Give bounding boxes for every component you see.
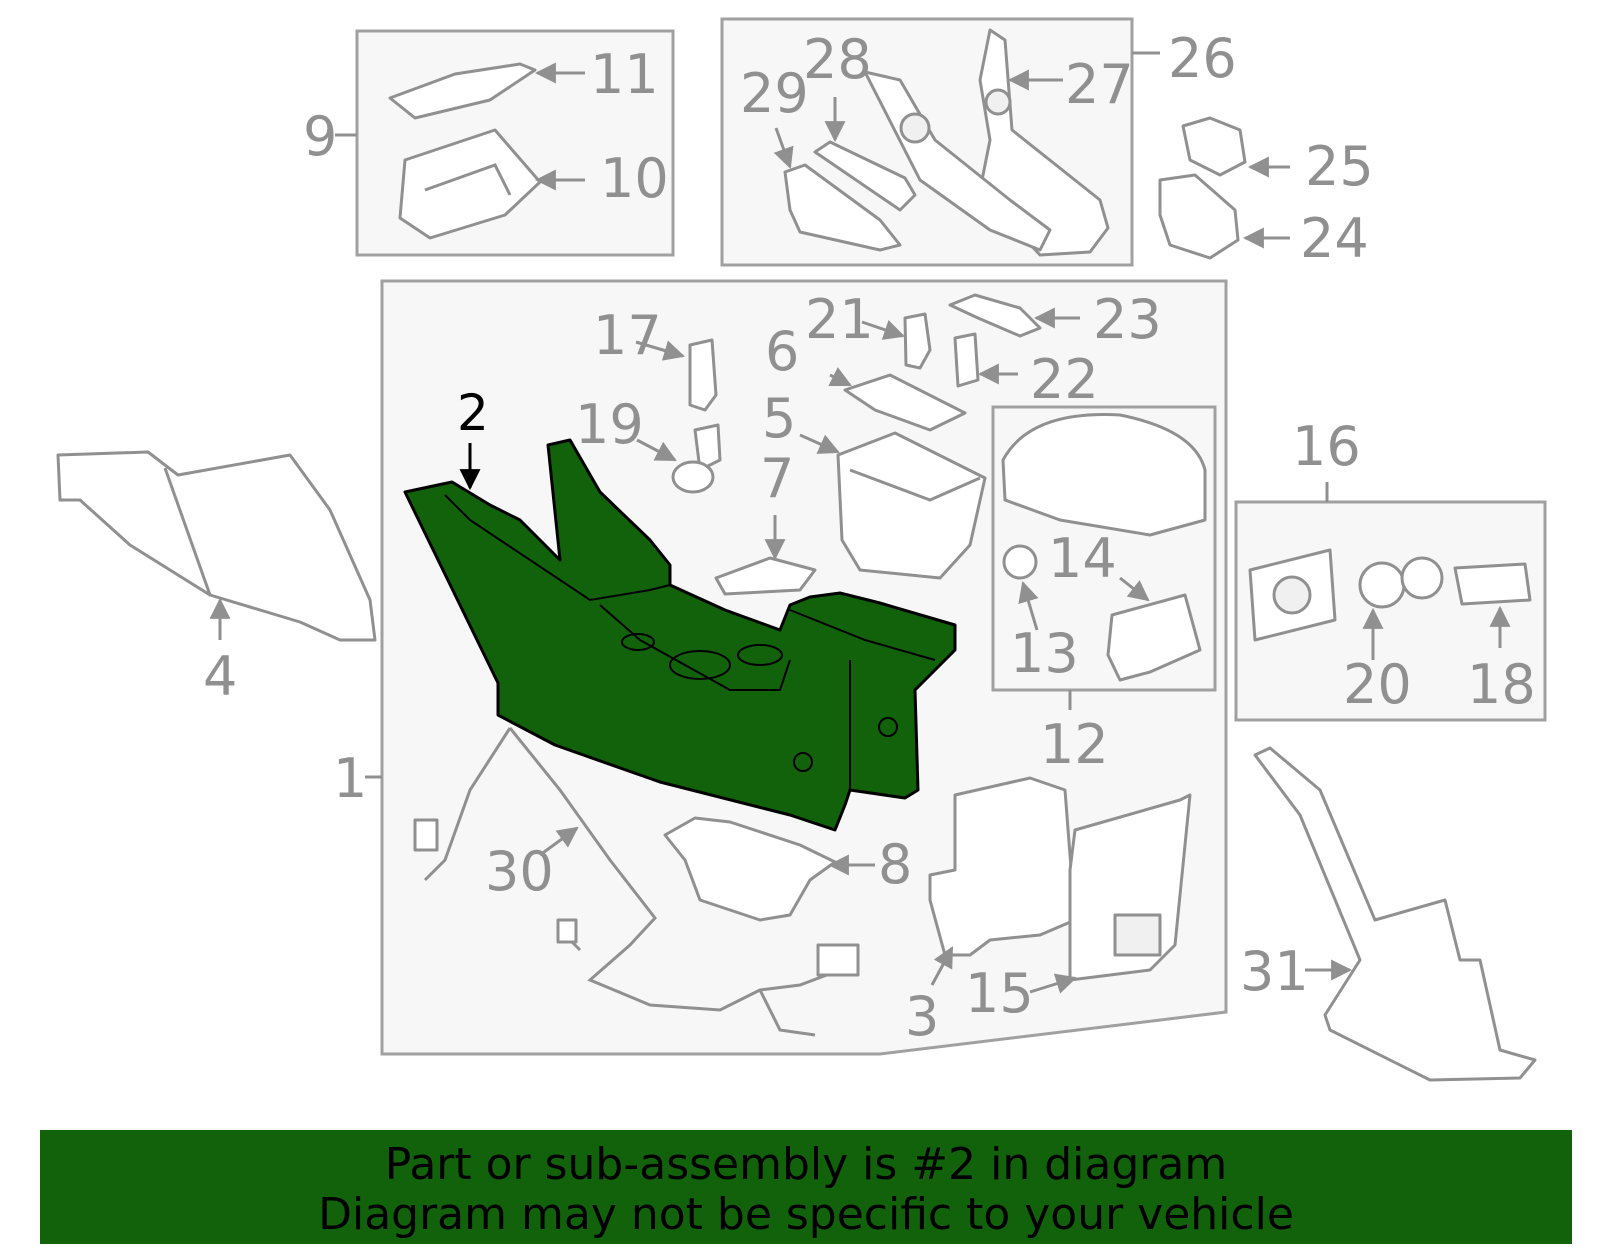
label-4: 4 bbox=[203, 645, 237, 708]
label-18: 18 bbox=[1467, 653, 1536, 716]
banner-line-2: Diagram may not be specific to your vehi… bbox=[318, 1189, 1294, 1240]
label-2: 2 bbox=[457, 384, 489, 442]
leader-lines bbox=[209, 51, 1511, 994]
info-banner: Part or sub-assembly is #2 in diagram Di… bbox=[40, 1130, 1572, 1244]
part-22-shape bbox=[953, 332, 980, 388]
part-17-shape bbox=[688, 338, 718, 412]
part-29b-shape bbox=[783, 163, 902, 252]
label-19: 19 bbox=[575, 393, 644, 456]
label-15: 15 bbox=[965, 962, 1034, 1025]
label-26: 26 bbox=[1168, 27, 1237, 90]
banner-line-1: Part or sub-assembly is #2 in diagram bbox=[384, 1139, 1228, 1190]
part-7-shape bbox=[714, 556, 817, 596]
part-10-shape bbox=[398, 128, 542, 240]
label-24: 24 bbox=[1300, 207, 1369, 270]
part-5-shape bbox=[836, 431, 987, 580]
label-3: 3 bbox=[905, 985, 939, 1048]
part-3-shape bbox=[928, 776, 1077, 957]
part-14-armrest-shape bbox=[1001, 413, 1207, 537]
part-4-shape bbox=[56, 450, 377, 642]
label-6: 6 bbox=[765, 320, 799, 383]
label-8: 8 bbox=[878, 833, 912, 896]
part-19-shape bbox=[693, 423, 722, 472]
label-7: 7 bbox=[760, 447, 794, 510]
label-12: 12 bbox=[1040, 713, 1109, 776]
part-8-shape bbox=[663, 816, 837, 922]
label-5: 5 bbox=[762, 387, 796, 450]
label-16: 16 bbox=[1292, 415, 1361, 478]
part-24-shape bbox=[1158, 173, 1240, 260]
part-2-console-highlighted bbox=[403, 438, 957, 832]
label-14: 14 bbox=[1048, 527, 1117, 590]
label-17: 17 bbox=[593, 304, 662, 367]
label-13: 13 bbox=[1010, 622, 1079, 685]
part-21-shape bbox=[903, 312, 932, 370]
label-20: 20 bbox=[1343, 653, 1412, 716]
label-22: 22 bbox=[1030, 348, 1099, 411]
part-25-shape bbox=[1181, 116, 1247, 177]
label-23: 23 bbox=[1093, 288, 1162, 351]
label-25: 25 bbox=[1305, 135, 1374, 198]
part-18-shape bbox=[1453, 562, 1532, 606]
label-9: 9 bbox=[303, 105, 337, 168]
label-28: 28 bbox=[803, 28, 872, 91]
label-27: 27 bbox=[1065, 53, 1134, 116]
label-10: 10 bbox=[600, 147, 669, 210]
label-1: 1 bbox=[333, 747, 367, 810]
part-30-harness bbox=[423, 727, 841, 1037]
label-21: 21 bbox=[805, 288, 874, 351]
label-29: 29 bbox=[740, 62, 809, 125]
label-31: 31 bbox=[1240, 940, 1309, 1003]
label-11: 11 bbox=[590, 43, 659, 106]
label-30: 30 bbox=[485, 840, 554, 903]
part-31-shape bbox=[1253, 746, 1537, 1082]
part-14-latch-shape bbox=[1106, 593, 1202, 682]
part-6-shape bbox=[843, 373, 967, 432]
part-29-shape bbox=[813, 140, 917, 212]
